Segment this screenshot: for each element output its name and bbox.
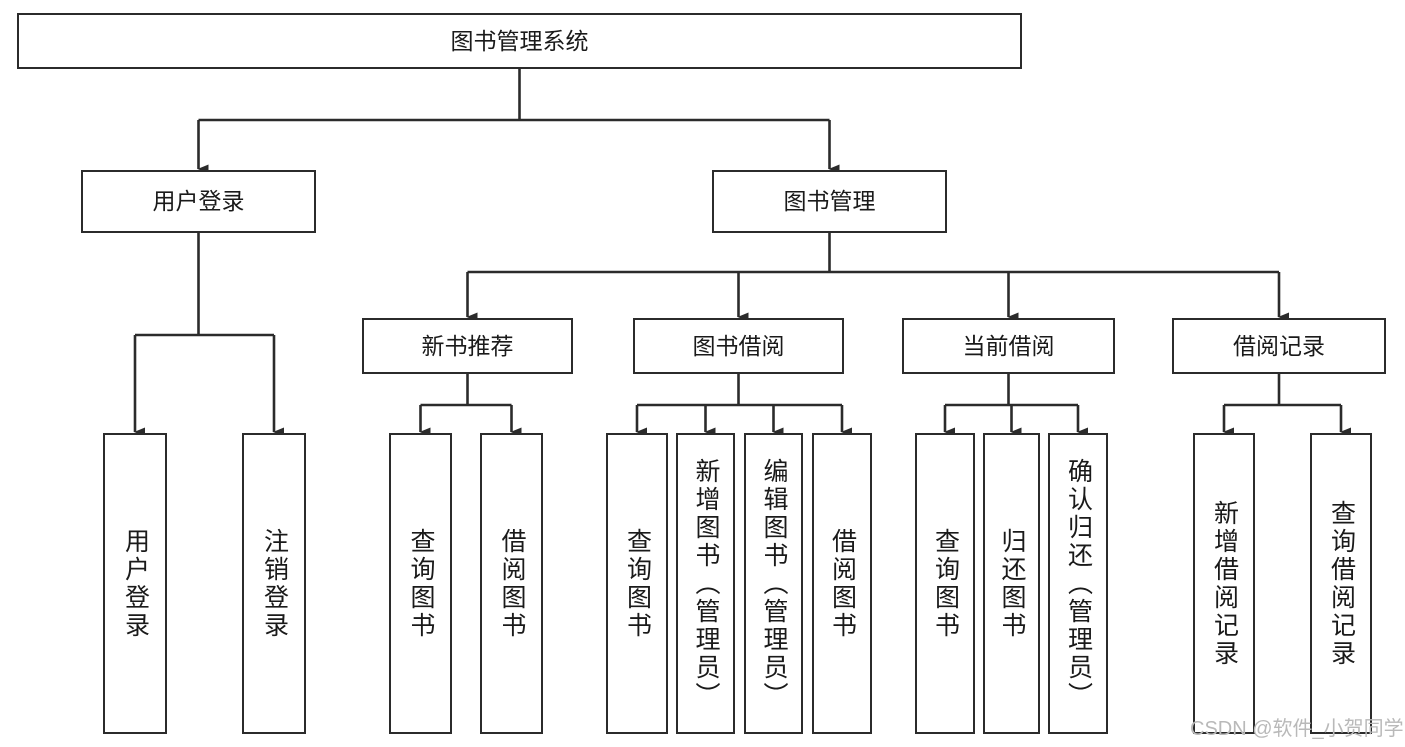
node-label: 归还图书 — [998, 527, 1026, 640]
node-label: 查询借阅记录 — [1327, 499, 1356, 668]
node-leaf-user-login[interactable]: 用户登录 — [103, 433, 167, 734]
node-leaf-bo-borrow[interactable]: 借阅图书 — [812, 433, 872, 734]
node-label: 借阅图书 — [828, 527, 857, 640]
node-leaf-bo-add[interactable]: 新增图书（管理员） — [676, 433, 735, 734]
node-borrow[interactable]: 图书借阅 — [633, 318, 844, 374]
node-current[interactable]: 当前借阅 — [902, 318, 1115, 374]
node-label: 借阅记录 — [1233, 332, 1325, 359]
node-label: 当前借阅 — [962, 332, 1055, 359]
node-leaf-user-logout[interactable]: 注销登录 — [242, 433, 306, 734]
watermark-text: CSDN @软件_小贺同学 — [1190, 718, 1404, 740]
node-label: 用户登录 — [121, 527, 150, 640]
node-label: 用户登录 — [152, 188, 245, 215]
node-leaf-cu-query[interactable]: 查询图书 — [915, 433, 975, 734]
node-label: 图书管理 — [783, 188, 876, 215]
node-leaf-rc-add[interactable]: 新增借阅记录 — [1193, 433, 1255, 734]
node-label: 新书推荐 — [421, 332, 514, 359]
node-label: 新增图书（管理员） — [692, 457, 720, 710]
node-label: 查询图书 — [407, 527, 435, 640]
node-label: 新增借阅记录 — [1210, 499, 1239, 668]
node-newbook[interactable]: 新书推荐 — [362, 318, 573, 374]
node-records[interactable]: 借阅记录 — [1172, 318, 1386, 374]
node-leaf-rc-query[interactable]: 查询借阅记录 — [1310, 433, 1372, 734]
node-label: 注销登录 — [260, 527, 289, 640]
node-label: 编辑图书（管理员） — [760, 457, 788, 710]
node-leaf-cu-return[interactable]: 归还图书 — [983, 433, 1040, 734]
node-leaf-nb-query[interactable]: 查询图书 — [389, 433, 452, 734]
node-label: 图书管理系统 — [450, 27, 589, 54]
node-root[interactable]: 图书管理系统 — [17, 13, 1022, 69]
node-leaf-bo-query[interactable]: 查询图书 — [606, 433, 668, 734]
node-leaf-cu-confirm[interactable]: 确认归还（管理员） — [1048, 433, 1108, 734]
node-leaf-nb-borrow[interactable]: 借阅图书 — [480, 433, 543, 734]
node-leaf-bo-edit[interactable]: 编辑图书（管理员） — [744, 433, 803, 734]
node-login[interactable]: 用户登录 — [81, 170, 316, 233]
node-label: 图书借阅 — [692, 332, 785, 359]
node-label: 借阅图书 — [498, 527, 526, 640]
node-label: 查询图书 — [931, 527, 960, 640]
node-bookmgmt[interactable]: 图书管理 — [712, 170, 947, 233]
node-label: 查询图书 — [623, 527, 652, 640]
node-label: 确认归还（管理员） — [1064, 457, 1093, 710]
